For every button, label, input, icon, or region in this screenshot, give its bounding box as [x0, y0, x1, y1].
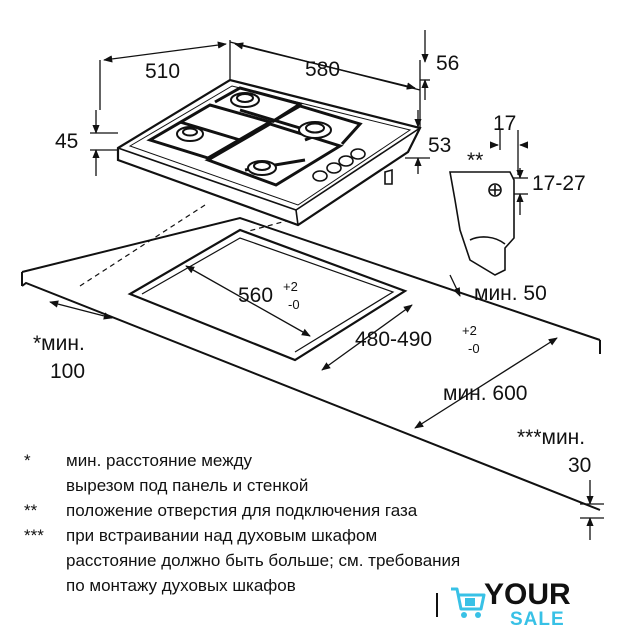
- projection-lines: [79, 204, 291, 287]
- footnote-1: * мин. расстояние между вырезом под пане…: [24, 448, 624, 498]
- label-min-600: мин. 600: [443, 382, 527, 405]
- shopping-cart-icon: [451, 587, 486, 618]
- gas-connection-profile: [449, 171, 515, 276]
- label-cutout-480-tol-minus: -0: [468, 341, 480, 356]
- label-45: 45: [55, 130, 78, 153]
- label-17: 17: [493, 112, 516, 135]
- label-length-580: 580: [305, 58, 340, 81]
- logo-word-sale: SALE: [510, 609, 565, 630]
- label-min-30-line2: 30: [568, 454, 591, 477]
- label-width-510: 510: [145, 60, 180, 83]
- dimension-lines: [49, 30, 604, 540]
- footnote-3: *** при встраивании над духовым шкафом р…: [24, 523, 624, 598]
- footnote-text: при встраивании над духовым шкафом: [66, 526, 378, 545]
- label-min-100-line2: 100: [50, 360, 85, 383]
- footnote-mark: *: [24, 451, 31, 470]
- footnote-text: по монтажу духовых шкафов: [66, 576, 296, 595]
- footnote-text: расстояние должно быть больше; см. требо…: [66, 551, 461, 570]
- footnote-mark: ***: [24, 526, 44, 545]
- footnote-2: ** положение отверстия для подключения г…: [24, 498, 624, 523]
- control-knobs: [312, 148, 393, 185]
- footnote-text: мин. расстояние между: [66, 451, 252, 470]
- countertop: [21, 216, 601, 511]
- label-cutout-480-tol-plus: +2: [462, 323, 477, 338]
- label-56: 56: [436, 52, 459, 75]
- footnote-mark: **: [24, 501, 38, 520]
- label-cutout-560-tol-minus: -0: [288, 297, 300, 312]
- label-17-27: 17-27: [532, 172, 586, 195]
- label-cutout-560: 560: [238, 284, 273, 307]
- footnote-text: положение отверстия для подключения газа: [66, 501, 418, 520]
- label-min-100-line1: *мин.: [33, 332, 85, 355]
- label-double-star: **: [467, 149, 483, 172]
- footnotes: * мин. расстояние между вырезом под пане…: [24, 448, 624, 598]
- footnote-text: вырезом под панель и стенкой: [66, 476, 309, 495]
- label-min-30-line1: ***мин.: [517, 426, 585, 449]
- burners: [176, 92, 332, 176]
- gas-hob: [116, 78, 422, 227]
- label-min-50: мин. 50: [474, 282, 547, 305]
- label-cutout-480-490: 480-490: [355, 328, 432, 351]
- label-cutout-560-tol-plus: +2: [283, 279, 298, 294]
- logo-word-your: YOUR: [484, 578, 571, 611]
- yoursale-logo: YOUR SALE: [436, 577, 596, 630]
- logo-divider: [436, 593, 438, 617]
- dimension-labels: 510 580 56 45 53 17 ** 17-27 мин. 50 560…: [33, 52, 591, 477]
- label-53: 53: [428, 134, 451, 157]
